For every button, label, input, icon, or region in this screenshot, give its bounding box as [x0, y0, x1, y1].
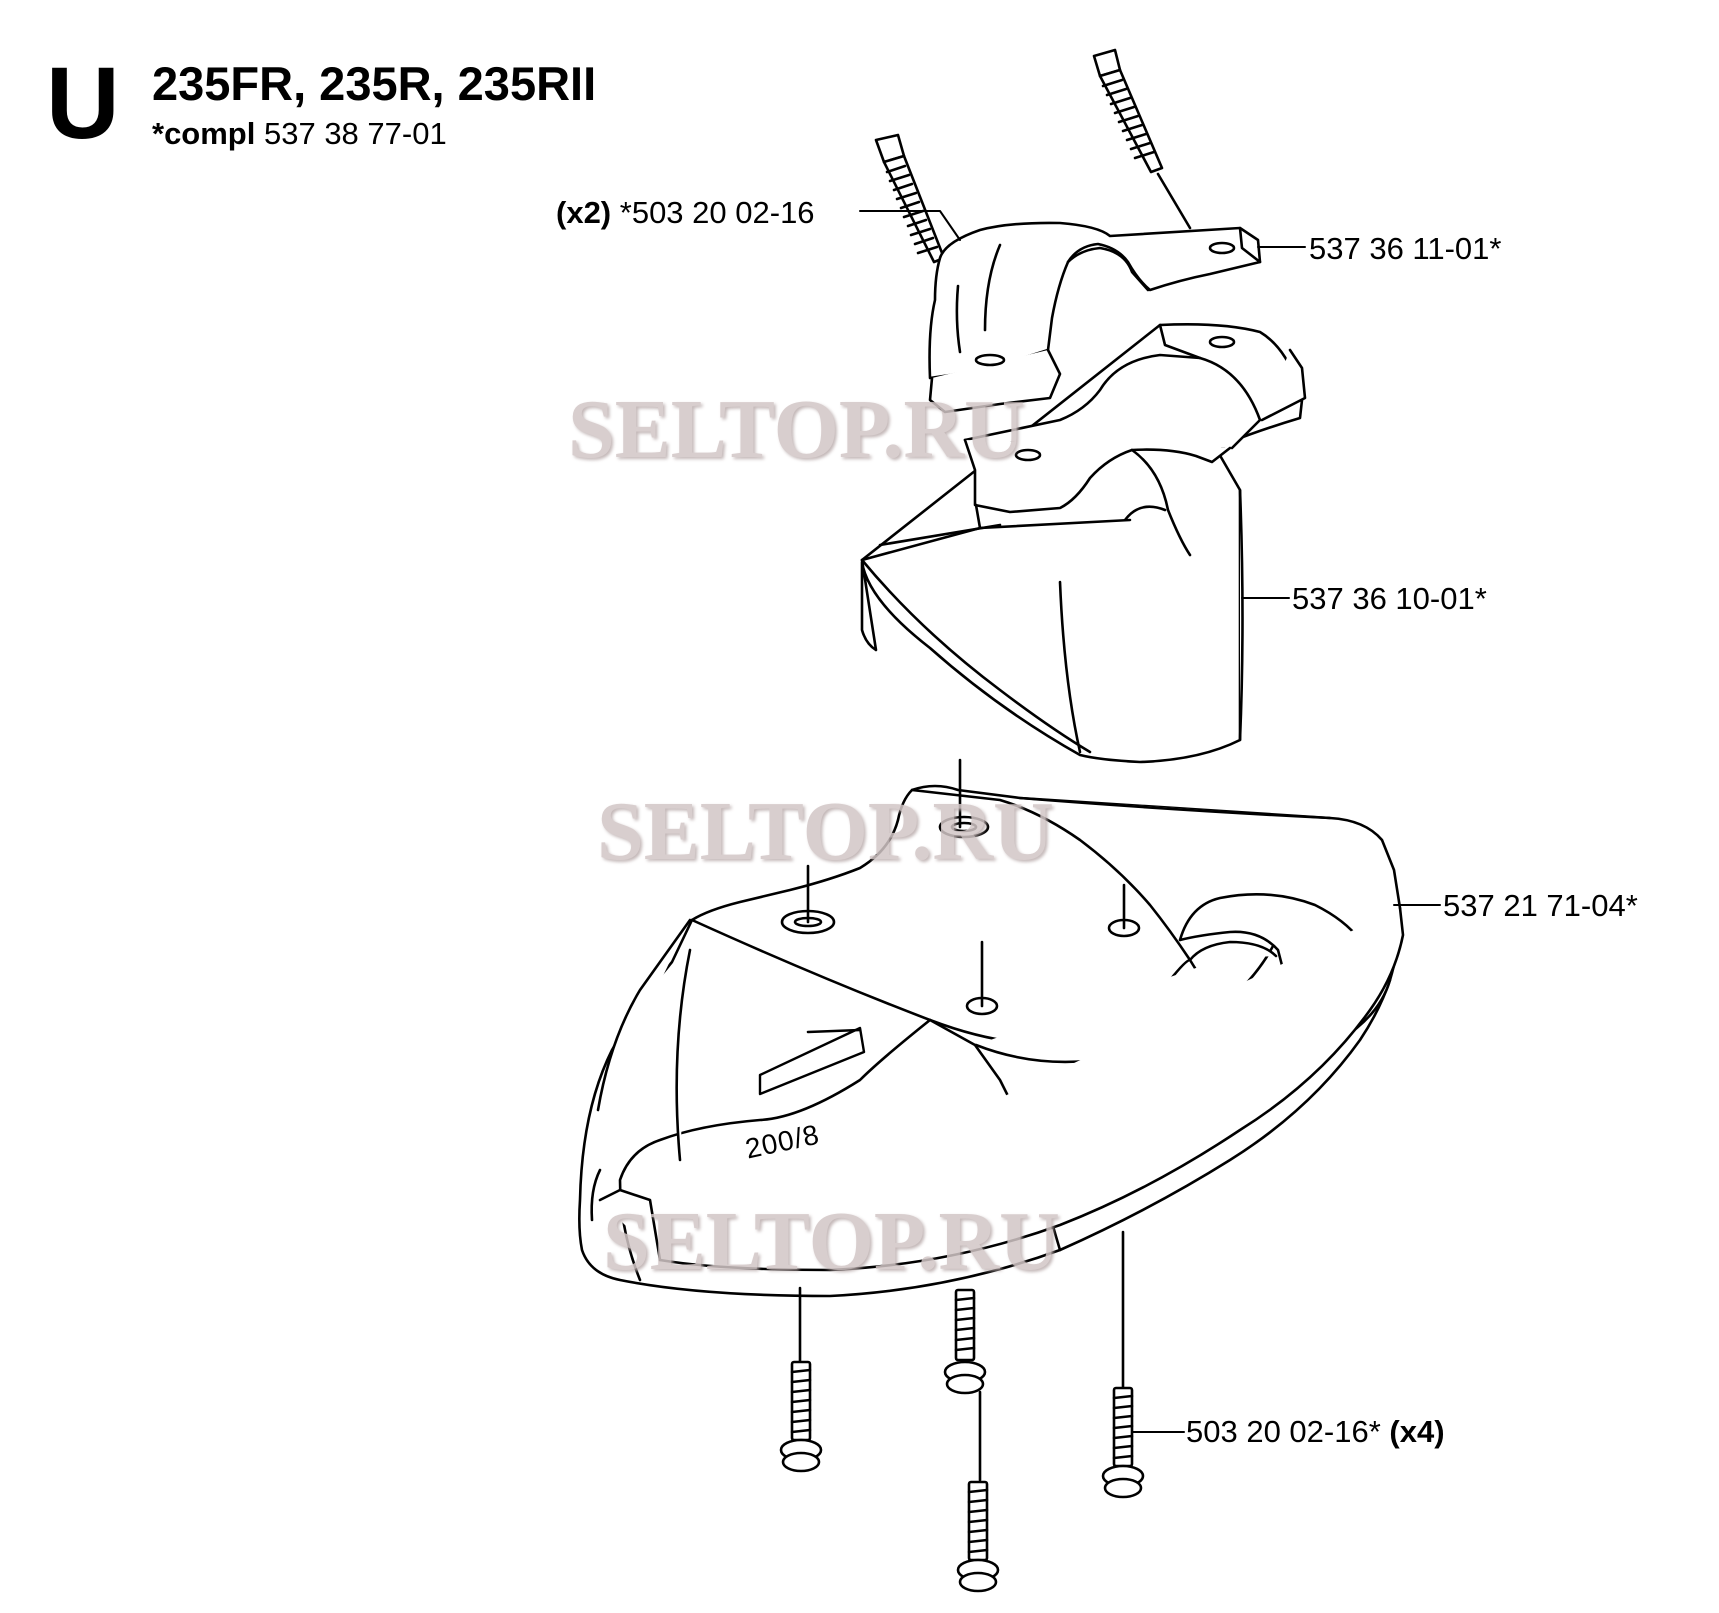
- callout-bottom-bolt-qty: (x4): [1389, 1414, 1445, 1449]
- callout-upper-clamp: 537 36 11-01*: [1309, 231, 1502, 266]
- callout-guard: 537 21 71-04*: [1443, 888, 1638, 923]
- guard: [578, 758, 1405, 1298]
- watermark: SELTOP.RU: [603, 1195, 1060, 1288]
- upper-clamp: [928, 221, 1262, 414]
- callout-top-bolt-part: *503 20 02-16: [619, 195, 815, 230]
- watermark: SELTOP.RU: [597, 785, 1054, 878]
- model-title: 235FR, 235R, 235RII: [152, 57, 597, 110]
- screw-bottom-3: [956, 1480, 1000, 1593]
- leader-top-bolt: [859, 210, 961, 241]
- callout-lower-clamp: 537 36 10-01*: [1292, 581, 1487, 616]
- screw-bottom-4: [1101, 1230, 1145, 1499]
- screw-top-right: [1092, 48, 1192, 230]
- compl-line: *compl 537 38 77-01: [152, 118, 447, 149]
- compl-number: 537 38 77-01: [263, 116, 447, 151]
- direction-arrow-icon: [758, 1026, 866, 1096]
- section-letter: U: [46, 46, 120, 160]
- callout-top-bolt: (x2) *503 20 02-16: [556, 197, 815, 228]
- lower-clamp: [860, 323, 1307, 764]
- callout-bottom-bolt-part: 503 20 02-16*: [1186, 1414, 1381, 1449]
- screw-bottom-1: [779, 1286, 823, 1473]
- screw-bottom-2: [943, 1288, 987, 1482]
- callout-bottom-bolt: 503 20 02-16* (x4): [1186, 1416, 1445, 1447]
- compl-label: *compl: [152, 116, 256, 151]
- callout-top-bolt-qty: (x2): [556, 195, 612, 230]
- leader-lines: [859, 210, 1441, 1433]
- watermark: SELTOP.RU: [568, 383, 1025, 476]
